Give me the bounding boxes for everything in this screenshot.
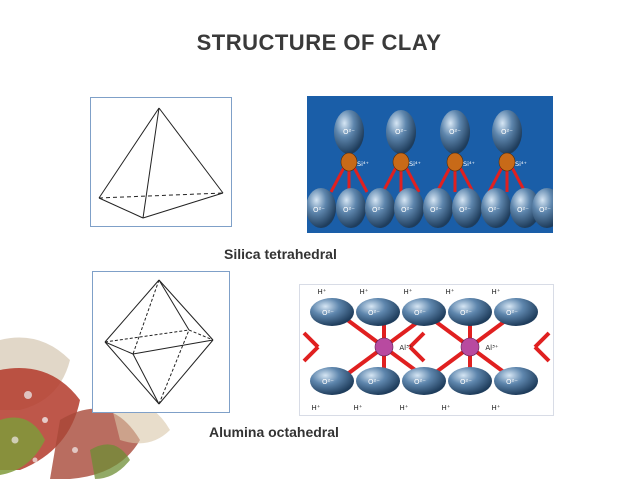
oxygen-atom — [494, 298, 538, 326]
bond-line — [408, 345, 426, 363]
atom-label: H⁺ — [492, 404, 501, 412]
atom-label: O²⁻ — [506, 378, 518, 386]
atom-label: H⁺ — [400, 404, 409, 412]
atom-label: Al³⁺ — [399, 344, 413, 352]
atom-label: O²⁻ — [322, 309, 334, 317]
oxygen-atom — [394, 188, 424, 228]
atom-label: O²⁻ — [506, 309, 518, 317]
oxygen-atom — [310, 298, 354, 326]
oxygen-atom — [494, 367, 538, 395]
oxygen-atom — [402, 367, 446, 395]
bond-line — [533, 331, 551, 349]
oxygen-atom — [423, 188, 453, 228]
atom-label: H⁺ — [312, 404, 321, 412]
silicon-atom — [446, 152, 464, 172]
atom-label: Al³⁺ — [485, 344, 499, 352]
atom-label: H⁺ — [404, 288, 413, 296]
silica-caption: Silica tetrahedral — [224, 246, 337, 262]
atom-label: O²⁻ — [539, 206, 551, 214]
oxygen-atom — [492, 110, 522, 154]
bond-line — [533, 345, 551, 363]
atom-label: H⁺ — [442, 404, 451, 412]
oxygen-atom — [310, 367, 354, 395]
atom-label: O²⁻ — [488, 206, 500, 214]
oxygen-atom — [356, 298, 400, 326]
atom-label: O²⁻ — [368, 309, 380, 317]
oxygen-atom — [402, 298, 446, 326]
atom-label: O²⁻ — [460, 309, 472, 317]
atom-label: O²⁻ — [395, 128, 407, 136]
silicon-atom — [498, 152, 516, 172]
atom-label: O²⁻ — [343, 128, 355, 136]
bond-line — [408, 331, 426, 349]
atom-label: Si⁴⁺ — [463, 160, 475, 168]
aluminium-atom — [374, 337, 394, 357]
oxygen-atom — [336, 188, 366, 228]
atom-label: H⁺ — [318, 288, 327, 296]
atom-label: O²⁻ — [343, 206, 355, 214]
atom-label: O²⁻ — [430, 206, 442, 214]
atom-label: Si⁴⁺ — [409, 160, 421, 168]
oxygen-atom — [481, 188, 511, 228]
atom-label: Si⁴⁺ — [357, 160, 369, 168]
oxygen-atom — [452, 188, 482, 228]
atom-label: O²⁻ — [401, 206, 413, 214]
alumina-caption: Alumina octahedral — [209, 424, 339, 440]
atom-label: Si⁴⁺ — [515, 160, 527, 168]
atom-label: O²⁻ — [460, 378, 472, 386]
atom-label: H⁺ — [360, 288, 369, 296]
atom-label: O²⁻ — [322, 378, 334, 386]
atom-label: H⁺ — [492, 288, 501, 296]
silica-sphere-model: O²⁻ O²⁻ O²⁻ O²⁻ O²⁻ O²⁻ O²⁻ O²⁻ O²⁻ O²⁻ Si⁴⁺ O²⁻ Si⁴… — [306, 96, 562, 233]
alumina-sphere-model: H⁺ H⁺ H⁺ H⁺ H⁺ O²⁻ O²⁻ O²⁻ O²⁻ O²⁻ O²⁻ O²⁻ O²⁻ O²⁻ O²⁻… — [299, 284, 554, 416]
atom-label: O²⁻ — [517, 206, 529, 214]
bond-line — [302, 331, 320, 349]
oxygen-atom — [448, 367, 492, 395]
aluminium-atom — [460, 337, 480, 357]
atom-label: O²⁻ — [414, 378, 426, 386]
oxygen-atom — [510, 188, 540, 228]
oxygen-atom — [334, 110, 364, 154]
octahedron-drawing — [92, 271, 230, 413]
oxygen-atom — [306, 188, 336, 228]
bond-line — [302, 345, 320, 363]
silicon-atom — [392, 152, 410, 172]
atom-label: O²⁻ — [459, 206, 471, 214]
atom-label: O²⁻ — [449, 128, 461, 136]
atom-label: O²⁻ — [372, 206, 384, 214]
oxygen-atom — [448, 298, 492, 326]
atom-label: H⁺ — [354, 404, 363, 412]
tetrahedron-drawing — [90, 97, 232, 227]
atom-label: O²⁻ — [501, 128, 513, 136]
silicon-atom — [340, 152, 358, 172]
atom-label: O²⁻ — [368, 378, 380, 386]
atom-label: H⁺ — [446, 288, 455, 296]
autumn-leaves-photo — [0, 337, 170, 479]
atom-label: O²⁻ — [313, 206, 325, 214]
oxygen-atom — [440, 110, 470, 154]
slide-title: STRUCTURE OF CLAY — [196, 30, 442, 55]
oxygen-atom — [386, 110, 416, 154]
atom-label: O²⁻ — [414, 309, 426, 317]
oxygen-atom — [356, 367, 400, 395]
oxygen-atom — [365, 188, 395, 228]
